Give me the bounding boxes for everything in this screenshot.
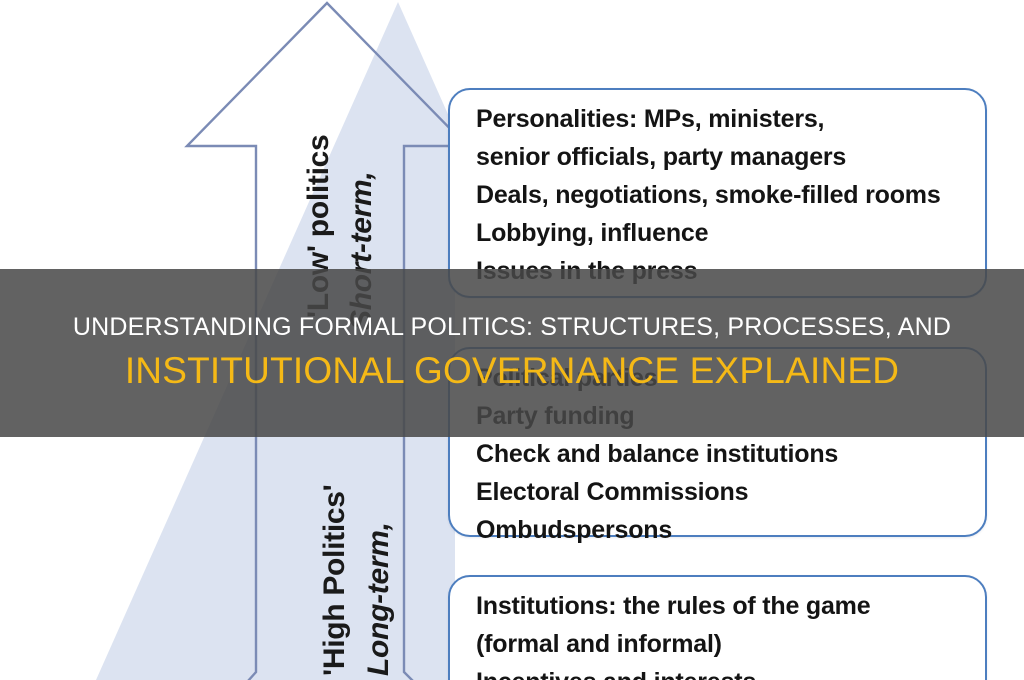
callout-line: Ombudspersons [476, 516, 673, 544]
callout-line: (formal and informal) [476, 630, 722, 658]
callout-high-politics: Institutions: the rules of the game (for… [448, 575, 987, 680]
callout-line: senior officials, party managers [476, 143, 847, 171]
banner-title-line-2: INSTITUTIONAL GOVERNANCE EXPLAINED [124, 350, 900, 392]
callout-line: Incentives and interests [476, 663, 967, 680]
callout-line: Check and balance institutions [476, 440, 839, 468]
callout-line: Deals, negotiations, smoke-filled rooms [476, 181, 941, 209]
banner-title-line-1: UNDERSTANDING FORMAL POLITICS: STRUCTURE… [72, 312, 952, 341]
callout-line: Lobbying, influence [476, 219, 709, 247]
callout-low-politics: Personalities: MPs, ministers, senior of… [448, 88, 987, 298]
axis-label-high-politics: 'High Politics' [318, 484, 351, 676]
axis-label-long-term: Long-term, [362, 522, 395, 676]
callout-line: Electoral Commissions [476, 478, 749, 506]
callout-line: Personalities: MPs, ministers, [476, 105, 825, 133]
callout-line: Institutions: the rules of the game [476, 592, 871, 620]
upward-arrow-outline [184, 1, 470, 680]
title-overlay-banner: UNDERSTANDING FORMAL POLITICS: STRUCTURE… [0, 269, 1024, 437]
